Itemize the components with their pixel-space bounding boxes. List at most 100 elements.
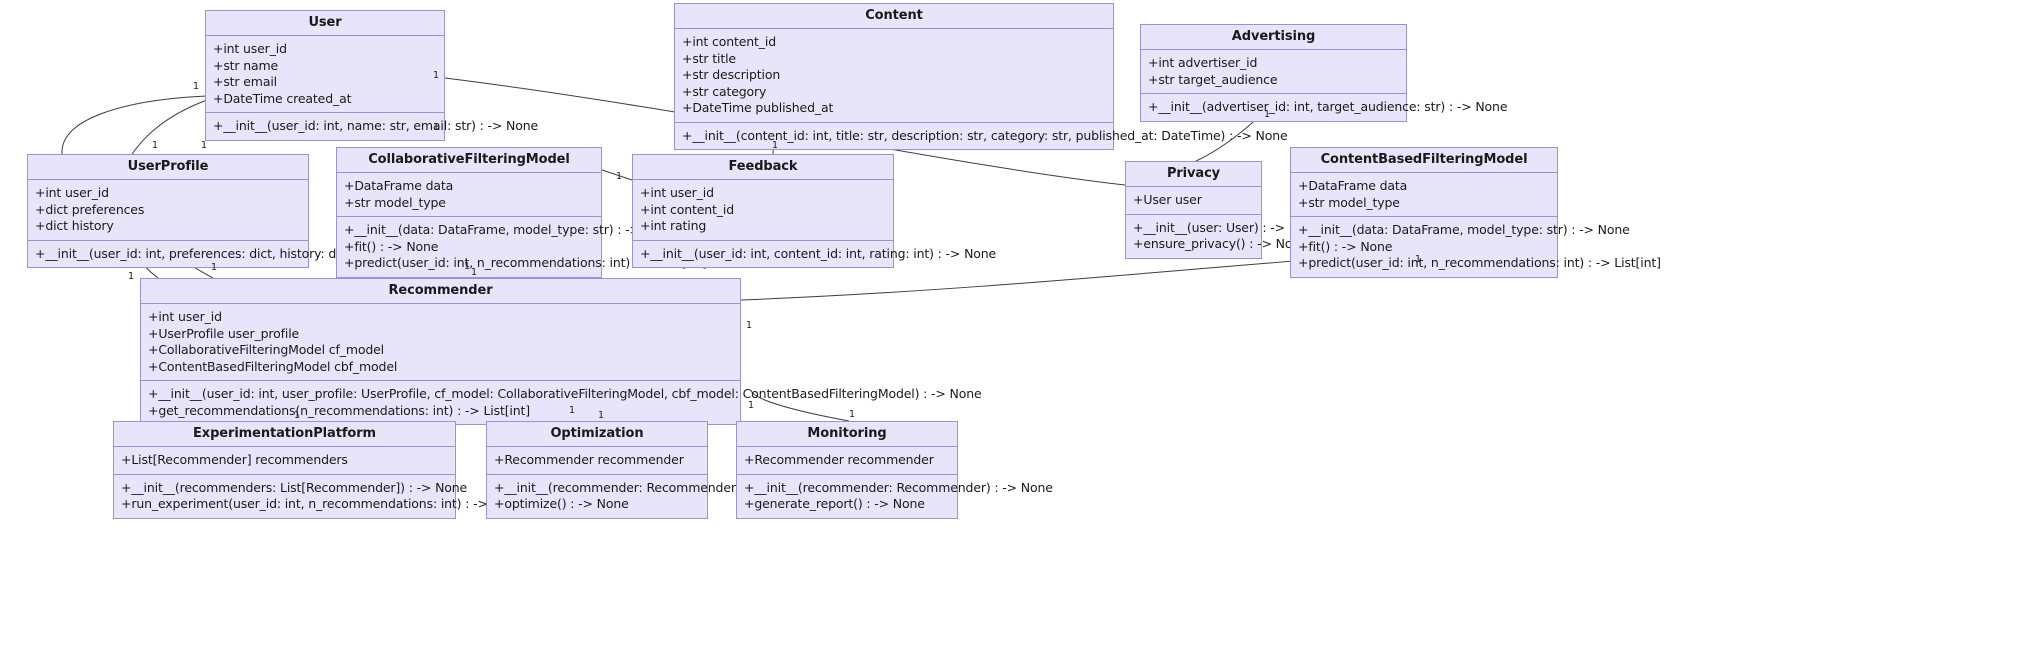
multiplicity-label: 1 [471, 267, 478, 278]
class-name-user: User [206, 11, 444, 36]
class-name-feedback: Feedback [633, 155, 893, 180]
multiplicity-label: 1 [772, 140, 779, 151]
class-box-feedback[interactable]: Feedback+int user_id+int content_id+int … [632, 154, 996, 268]
method-row: +__init__(data: DataFrame, model_type: s… [1298, 222, 1630, 237]
attribute-row: +CollaborativeFilteringModel cf_model [148, 342, 384, 357]
multiplicity-label: 1 [211, 262, 218, 273]
attribute-row: +int user_id [640, 185, 714, 200]
attribute-row: +str email [213, 74, 277, 89]
association-user-to-userprofile [61, 95, 208, 155]
class-box-optimization[interactable]: Optimization +Recommender recommender +__i… [486, 421, 803, 519]
method-row: +generate_report() : -> None [744, 496, 925, 511]
class-name-optimization: Optimization [487, 422, 707, 447]
attribute-row: +int advertiser_id [1148, 55, 1258, 70]
class-attributes-userprofile: +int user_id+dict preferences+dict histo… [28, 180, 308, 241]
attribute-row: +int user_id [35, 185, 109, 200]
class-methods-privacy: +__init__(user: User) : -> None+ensure_p… [1126, 215, 1321, 258]
attribute-row: +str model_type [344, 194, 446, 210]
method-row: +fit() : -> None [344, 238, 439, 254]
class-name-cbfmodel: ContentBasedFilteringModel [1291, 148, 1557, 173]
attribute-row: +str description [682, 67, 781, 82]
attribute-row: +DateTime published_at [682, 100, 834, 115]
class-name-recommender: Recommender [141, 279, 740, 304]
multiplicity-label: 1 [433, 70, 440, 81]
attribute-row: +str title [682, 50, 736, 66]
method-row: +__init__(data: DataFrame, model_type: s… [344, 222, 676, 237]
class-attributes-privacy: +User user [1126, 187, 1261, 215]
multiplicity-label: 1 [193, 81, 200, 92]
attribute-row: +DataFrame data [344, 178, 454, 193]
multiplicity-label: 1 [128, 271, 135, 282]
class-attributes-feedback: +int user_id+int content_id+int rating [633, 180, 893, 241]
attribute-row: +dict history [35, 218, 114, 233]
class-box-userprofile[interactable]: UserProfile+int user_id+dict preferences… [27, 154, 418, 268]
multiplicity-label: 1 [616, 171, 623, 182]
multiplicity-label: 1 [569, 405, 576, 416]
class-methods-content: +__init__(content_id: int, title: str, d… [675, 123, 1288, 150]
attribute-row: +str model_type [1298, 194, 1400, 210]
class-box-content[interactable]: Content+int content_id+str title+str des… [674, 3, 1288, 150]
class-box-user[interactable]: User+int user_id+str name+str email+Date… [205, 10, 538, 141]
method-row: +__init__(user_id: int, user_profile: Us… [148, 386, 982, 401]
class-name-privacy: Privacy [1126, 162, 1261, 187]
attribute-row: +User user [1133, 192, 1202, 207]
method-row: +__init__(advertiser_id: int, target_aud… [1148, 99, 1508, 114]
class-methods-optimization: +__init__(recommender: Recommender) : ->… [487, 475, 803, 518]
attribute-row: +str target_audience [1148, 71, 1278, 87]
method-row: +__init__(recommenders: List[Recommender… [121, 479, 468, 495]
class-methods-cfmodel: +__init__(data: DataFrame, model_type: s… [337, 217, 707, 277]
method-row: +predict(user_id: int, n_recommendations… [1298, 255, 1661, 270]
class-methods-advertising: +__init__(advertiser_id: int, target_aud… [1141, 94, 1508, 121]
attribute-row: +Recommender recommender [744, 452, 934, 467]
attribute-row: +str name [213, 57, 279, 73]
class-name-userprofile: UserProfile [28, 155, 308, 180]
class-attributes-advertising: +int advertiser_id+str target_audience [1141, 50, 1406, 94]
class-box-recommender[interactable]: Recommender+int user_id+UserProfile user… [140, 278, 982, 425]
class-box-experimentation[interactable]: ExperimentationPlatform+List[Recommender… [113, 421, 596, 519]
multiplicity-label: 1 [464, 261, 471, 272]
method-row: +run_experiment(user_id: int, n_recommen… [121, 496, 596, 511]
multiplicity-label: 1 [598, 410, 605, 421]
class-box-monitoring[interactable]: Monitoring +Recommender recommender +__ini… [736, 421, 1053, 519]
class-name-advertising: Advertising [1141, 25, 1406, 50]
class-name-experimentation: ExperimentationPlatform [114, 422, 455, 447]
attribute-row: +DataFrame data [1298, 178, 1408, 193]
class-name-cfmodel: CollaborativeFilteringModel [337, 148, 601, 173]
class-box-advertising[interactable]: Advertising+int advertiser_id+str target… [1140, 24, 1508, 122]
attribute-row: +Recommender recommender [494, 452, 684, 467]
attribute-row: +int user_id [148, 309, 222, 324]
multiplicity-label: 1 [201, 140, 208, 151]
attribute-row: +int content_id [640, 201, 735, 217]
class-methods-feedback: +__init__(user_id: int, content_id: int,… [633, 241, 996, 268]
class-attributes-experimentation: +List[Recommender] recommenders [114, 447, 455, 475]
method-row: +predict(user_id: int, n_recommendations… [344, 255, 707, 270]
multiplicity-label: 1 [748, 400, 755, 411]
class-box-privacy[interactable]: Privacy +User user +__init__(user: User) :… [1125, 161, 1321, 259]
class-methods-cbfmodel: +__init__(data: DataFrame, model_type: s… [1291, 217, 1661, 277]
class-attributes-cbfmodel: +DataFrame data+str model_type [1291, 173, 1557, 217]
method-row: +__init__(content_id: int, title: str, d… [682, 127, 1288, 143]
class-attributes-cfmodel: +DataFrame data+str model_type [337, 173, 601, 217]
method-row: +ensure_privacy() : -> None [1133, 236, 1308, 251]
class-methods-monitoring: +__init__(recommender: Recommender) : ->… [737, 475, 1053, 518]
method-row: +__init__(user_id: int, preferences: dic… [35, 245, 418, 261]
method-row: +get_recommendations(n_recommendations: … [148, 402, 531, 418]
class-methods-user: +__init__(user_id: int, name: str, email… [206, 113, 538, 140]
class-attributes-content: +int content_id+str title+str descriptio… [675, 29, 1113, 123]
method-row: +fit() : -> None [1298, 238, 1393, 254]
class-name-content: Content [675, 4, 1113, 29]
multiplicity-label: 1 [746, 320, 753, 331]
class-name-monitoring: Monitoring [737, 422, 957, 447]
class-box-cbfmodel[interactable]: ContentBasedFilteringModel+DataFrame dat… [1290, 147, 1661, 278]
attribute-row: +int user_id [213, 41, 287, 56]
class-attributes-user: +int user_id+str name+str email+DateTime… [206, 36, 444, 113]
class-attributes-optimization: +Recommender recommender [487, 447, 707, 475]
method-row: +__init__(recommender: Recommender) : ->… [494, 479, 803, 495]
multiplicity-label: 1 [1415, 254, 1422, 265]
class-box-cfmodel[interactable]: CollaborativeFilteringModel+DataFrame da… [336, 147, 707, 278]
class-methods-experimentation: +__init__(recommenders: List[Recommender… [114, 475, 596, 518]
multiplicity-label: 1 [294, 410, 301, 421]
attribute-row: +int content_id [682, 34, 777, 49]
class-methods-recommender: +__init__(user_id: int, user_profile: Us… [141, 381, 982, 424]
